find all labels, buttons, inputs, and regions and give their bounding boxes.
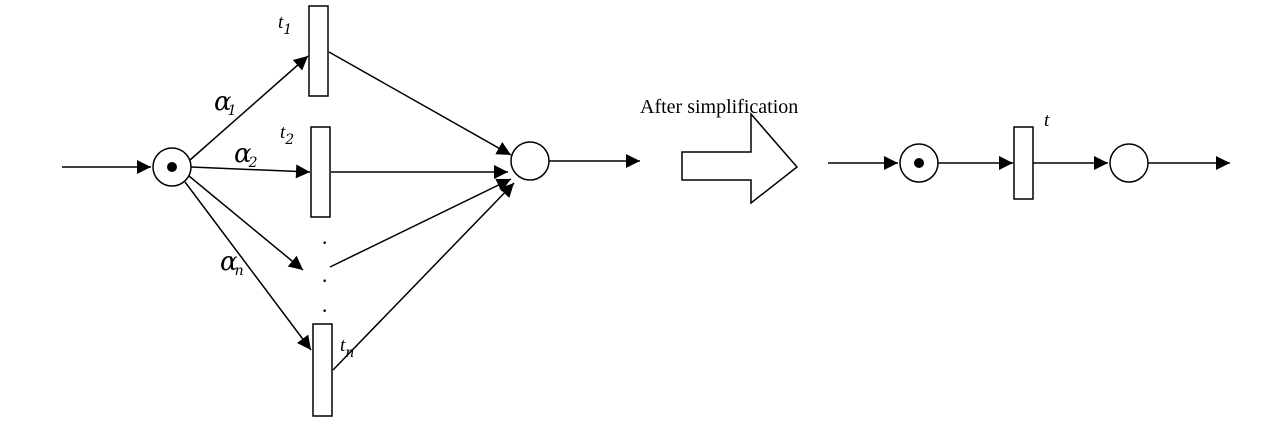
ellipsis-dot-1: · bbox=[321, 230, 328, 255]
arc-place-to-tn bbox=[184, 181, 312, 351]
arc-place-to-dots bbox=[188, 175, 304, 271]
original-net: t1 t2 tn α1 α2 αn · · · bbox=[62, 5, 640, 417]
transition-tn bbox=[312, 323, 333, 417]
simplified-sink-place bbox=[1109, 143, 1149, 183]
caption-text: After simplification bbox=[640, 96, 798, 118]
arc-t1-to-sink bbox=[328, 51, 512, 156]
ellipsis-dot-2: · bbox=[321, 268, 328, 293]
arc-dots-to-sink bbox=[329, 178, 512, 268]
simplification-arrow bbox=[681, 111, 799, 205]
arc-place-to-t1 bbox=[189, 55, 309, 161]
transition-t2 bbox=[310, 126, 331, 218]
weight-alpha-n: αn bbox=[220, 247, 244, 279]
simplified-source-place bbox=[899, 143, 939, 183]
token bbox=[167, 162, 177, 172]
simplified-label-t: t bbox=[1044, 110, 1050, 131]
arc-place-to-t2 bbox=[190, 164, 311, 179]
sink-place bbox=[510, 141, 550, 181]
label-t1: t1 bbox=[278, 12, 292, 38]
transition-t1 bbox=[308, 5, 329, 97]
source-place bbox=[152, 147, 192, 187]
weight-alpha-1: α1 bbox=[214, 87, 236, 119]
simplified-token bbox=[914, 158, 924, 168]
label-t2: t2 bbox=[280, 122, 294, 148]
simplified-transition-t bbox=[1013, 126, 1034, 200]
ellipsis-dot-3: · bbox=[321, 298, 328, 323]
arc-tn-to-sink bbox=[332, 182, 515, 371]
label-tn: tn bbox=[340, 335, 354, 361]
weight-alpha-2: α2 bbox=[234, 139, 258, 171]
simplified-net: t bbox=[828, 110, 1230, 200]
